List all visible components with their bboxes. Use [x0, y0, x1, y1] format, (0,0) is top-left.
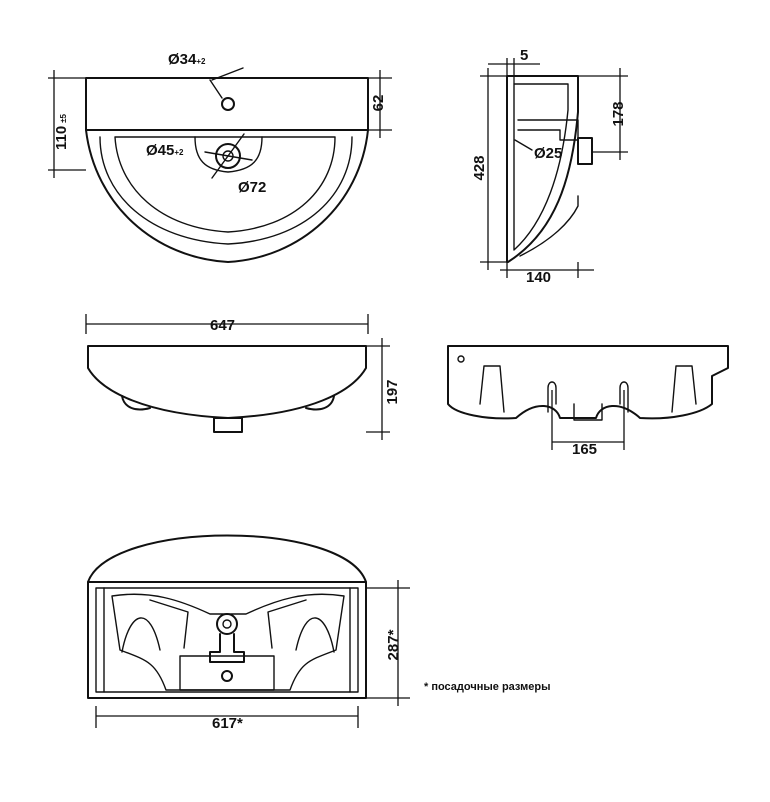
- total-width-label: 647: [210, 317, 235, 334]
- bottom-view-frame: [95, 587, 359, 693]
- back-height-label: 62: [370, 95, 387, 112]
- side-view-outline: [506, 75, 579, 263]
- rear-view-outline: [447, 345, 729, 420]
- bottom-view-drain-hole: [221, 670, 233, 682]
- rear-view-right-rib: [671, 365, 697, 413]
- drain-ring-label: Ø72: [238, 179, 266, 196]
- rear-view-left-rib: [479, 365, 505, 413]
- bottom-view: 287* 617* * посадочные размеры: [87, 534, 550, 732]
- bottom-view-center-panel: [179, 655, 275, 691]
- tap-offset-label: 110±5: [53, 113, 70, 150]
- overflow-hole-leader: [514, 139, 533, 151]
- side-view-overflow-pipe: [577, 137, 593, 165]
- bottom-view-left-arch: [121, 617, 161, 653]
- top-view-outline: [85, 77, 369, 263]
- mount-width-label: 617*: [212, 715, 243, 732]
- tap-hole: [221, 97, 235, 111]
- tap-hole-leader: [209, 79, 223, 99]
- bottom-view-right-arch: [295, 617, 335, 653]
- bottom-view-overflow-ring: [216, 613, 238, 635]
- tap-hole-label: Ø34+2: [168, 51, 206, 68]
- rear-view-drain-lug-2: [619, 381, 629, 413]
- rear-view: 165: [447, 345, 729, 458]
- front-view-right-foot: [305, 395, 335, 411]
- front-view: 647 197: [85, 314, 401, 440]
- top-view: Ø34+2 Ø45+2 Ø72 62 110±5: [48, 51, 392, 263]
- side-view-skirt: [519, 195, 579, 257]
- wall-offset-label: 5: [520, 47, 528, 64]
- side-view-inner: [513, 83, 569, 251]
- overflow-height-label: 178: [610, 101, 627, 126]
- mount-height-label: 287*: [385, 629, 402, 660]
- bottom-view-overflow-hole: [222, 619, 232, 629]
- total-depth-label: 428: [471, 155, 488, 180]
- front-view-left-foot: [121, 395, 151, 411]
- drain-hole-label: Ø45+2: [146, 142, 184, 159]
- overflow-hole-label: Ø25: [534, 145, 562, 162]
- side-view-overflow-channel: [517, 119, 579, 141]
- top-view-bowl-rim: [99, 136, 353, 245]
- bottom-view-right-rib: [267, 599, 307, 649]
- rear-view-center-drop: [573, 403, 603, 421]
- drain-spacing-label: 165: [572, 441, 597, 458]
- drain-ring-leader-2: [204, 151, 253, 161]
- bottom-view-left-rib: [149, 599, 189, 649]
- rear-view-mount-hole: [457, 355, 465, 363]
- tap-hole-leader-2: [211, 67, 244, 81]
- bottom-view-bowl-shape: [111, 593, 345, 691]
- mounting-note: * посадочные размеры: [424, 681, 550, 693]
- bottom-view-outline: [87, 534, 367, 699]
- total-height-label: 197: [384, 379, 401, 404]
- drain-hole: [215, 143, 241, 169]
- rear-view-drain-lug: [547, 381, 557, 413]
- bottom-view-overflow-pipe: [209, 633, 245, 663]
- side-depth-label: 140: [526, 269, 551, 286]
- side-view: Ø25 5 178 428 140: [471, 47, 628, 286]
- front-view-drain-spigot: [213, 417, 243, 433]
- top-view-bowl-inner: [114, 136, 336, 233]
- top-view-drain-recess: [194, 136, 263, 173]
- drain-hole-inner: [222, 150, 234, 162]
